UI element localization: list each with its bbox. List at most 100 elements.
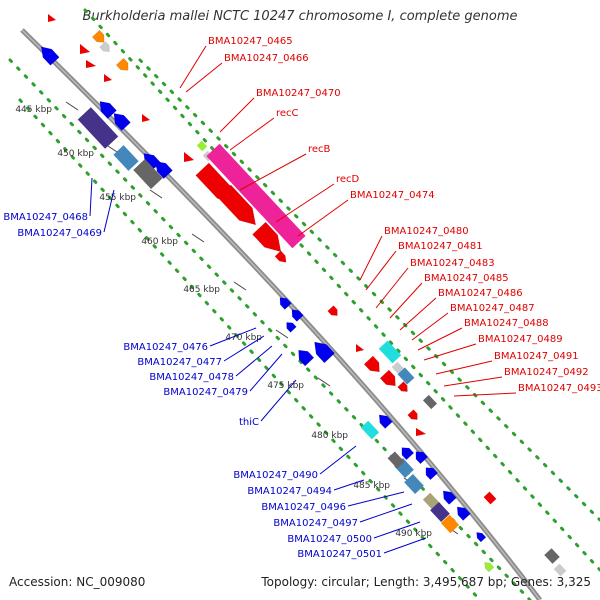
reverse-gene (314, 341, 335, 364)
tick-label: 490 kbp (395, 529, 432, 539)
reverse-gene-shape (155, 161, 173, 180)
reverse-gene-label: BMA10247_0496 (261, 502, 346, 513)
callout-line (375, 267, 409, 309)
tick-label: 455 kbp (99, 193, 136, 203)
tick-label: 475 kbp (267, 381, 304, 391)
tick-label: 485 kbp (353, 481, 390, 491)
forward-gene (416, 428, 426, 436)
reverse-gene-label: BMA10247_0501 (297, 549, 382, 560)
callout-line (209, 327, 257, 347)
cyan-gene-shape (378, 340, 402, 364)
reverse-gene-label: BMA10247_0477 (137, 357, 222, 368)
lime-gene-shape (196, 140, 208, 152)
reverse-gene-label: BMA10247_0469 (17, 228, 102, 239)
forward-gene (483, 491, 497, 505)
accession-text: Accession: NC_009080 (9, 575, 146, 589)
forward-gene-label: recC (276, 108, 299, 119)
forward-gene (327, 305, 338, 316)
forward-gene-shape (379, 369, 396, 387)
callout-line (219, 97, 255, 133)
reverse-gene-shape (314, 341, 335, 364)
tick-label: 450 kbp (57, 149, 94, 159)
callout-line (185, 62, 223, 93)
steel-gene (397, 367, 415, 385)
callout-line (399, 297, 437, 331)
callout-line (260, 379, 297, 422)
forward-gene (86, 60, 96, 68)
forward-gene-label: BMA10247_0489 (478, 334, 563, 345)
callout-line (383, 537, 427, 554)
callout-line (435, 360, 493, 375)
grey-gene-shape (387, 451, 405, 469)
steel-gene-shape (113, 145, 139, 171)
forward-gene (356, 344, 364, 352)
forward-gene-label: BMA10247_0481 (398, 241, 483, 252)
reverse-gene-shape (415, 451, 429, 465)
callout-line (359, 235, 383, 281)
tick-label: 460 kbp (141, 237, 178, 247)
reverse-gene-shape (442, 490, 457, 505)
reverse-gene (155, 161, 173, 180)
lime-gene-shape (484, 562, 495, 573)
reverse-gene (378, 414, 393, 429)
reverse-gene (286, 322, 297, 333)
reverse-gene-shape (425, 467, 439, 481)
forward-gene-label: BMA10247_0480 (384, 226, 469, 237)
orange-gene (115, 57, 129, 71)
reverse-gene-label: thiC (239, 417, 259, 428)
reverse-gene-shape (291, 309, 304, 322)
callout-line (239, 153, 307, 191)
tick-label: 480 kbp (311, 431, 348, 441)
highlight-gene-shape (206, 143, 306, 249)
tick-label: 465 kbp (183, 285, 220, 295)
tick-mark (233, 281, 247, 291)
forward-gene (48, 14, 56, 22)
grey-gene (133, 159, 163, 189)
highlight-gene (206, 143, 306, 249)
forward-gene (407, 409, 418, 420)
forward-gene (142, 114, 150, 122)
reverse-gene (113, 113, 131, 132)
forward-gene-label: BMA10247_0466 (224, 53, 309, 64)
forward-gene-label: BMA10247_0493 (518, 383, 600, 394)
grey-gene (422, 394, 438, 410)
forward-gene (274, 250, 287, 263)
callout-line (235, 345, 273, 377)
reverse-gene-shape (378, 414, 393, 429)
callout-line (453, 392, 517, 397)
callout-line (249, 353, 283, 392)
callout-line (179, 45, 207, 89)
forward-gene-shape (274, 250, 287, 263)
forward-gene-label: BMA10247_0492 (504, 367, 589, 378)
grey-gene-shape (422, 394, 438, 410)
reverse-gene (456, 506, 471, 521)
reverse-gene-shape (286, 322, 297, 333)
callout-line (443, 376, 503, 387)
cyan-gene-shape (360, 420, 380, 440)
reverse-gene-label: BMA10247_0494 (247, 486, 332, 497)
callout-line (223, 335, 265, 362)
forward-gene (184, 152, 194, 162)
reverse-gene-shape (456, 506, 471, 521)
callout-line (103, 189, 115, 233)
map-title: Burkholderia mallei NCTC 10247 chromosom… (82, 9, 518, 24)
forward-gene-label: BMA10247_0465 (208, 36, 293, 47)
steel-gene (113, 145, 139, 171)
forward-gene-shape (407, 409, 418, 420)
reverse-gene-label: BMA10247_0500 (287, 534, 372, 545)
tick-mark (275, 329, 289, 339)
callout-line (417, 327, 463, 351)
tick-mark (65, 101, 79, 111)
orange-gene-shape (91, 29, 105, 43)
forward-gene-shape (397, 381, 408, 392)
tick-label: 445 kbp (15, 105, 52, 115)
grey-light-gene (99, 41, 110, 52)
reverse-gene (291, 309, 304, 322)
reverse-gene-label: BMA10247_0497 (273, 518, 358, 529)
forward-gene (379, 369, 396, 387)
forward-gene-label: BMA10247_0474 (350, 190, 435, 201)
forward-gene-shape (363, 355, 380, 373)
purple-gene-shape (430, 502, 450, 522)
reverse-gene (415, 451, 429, 465)
